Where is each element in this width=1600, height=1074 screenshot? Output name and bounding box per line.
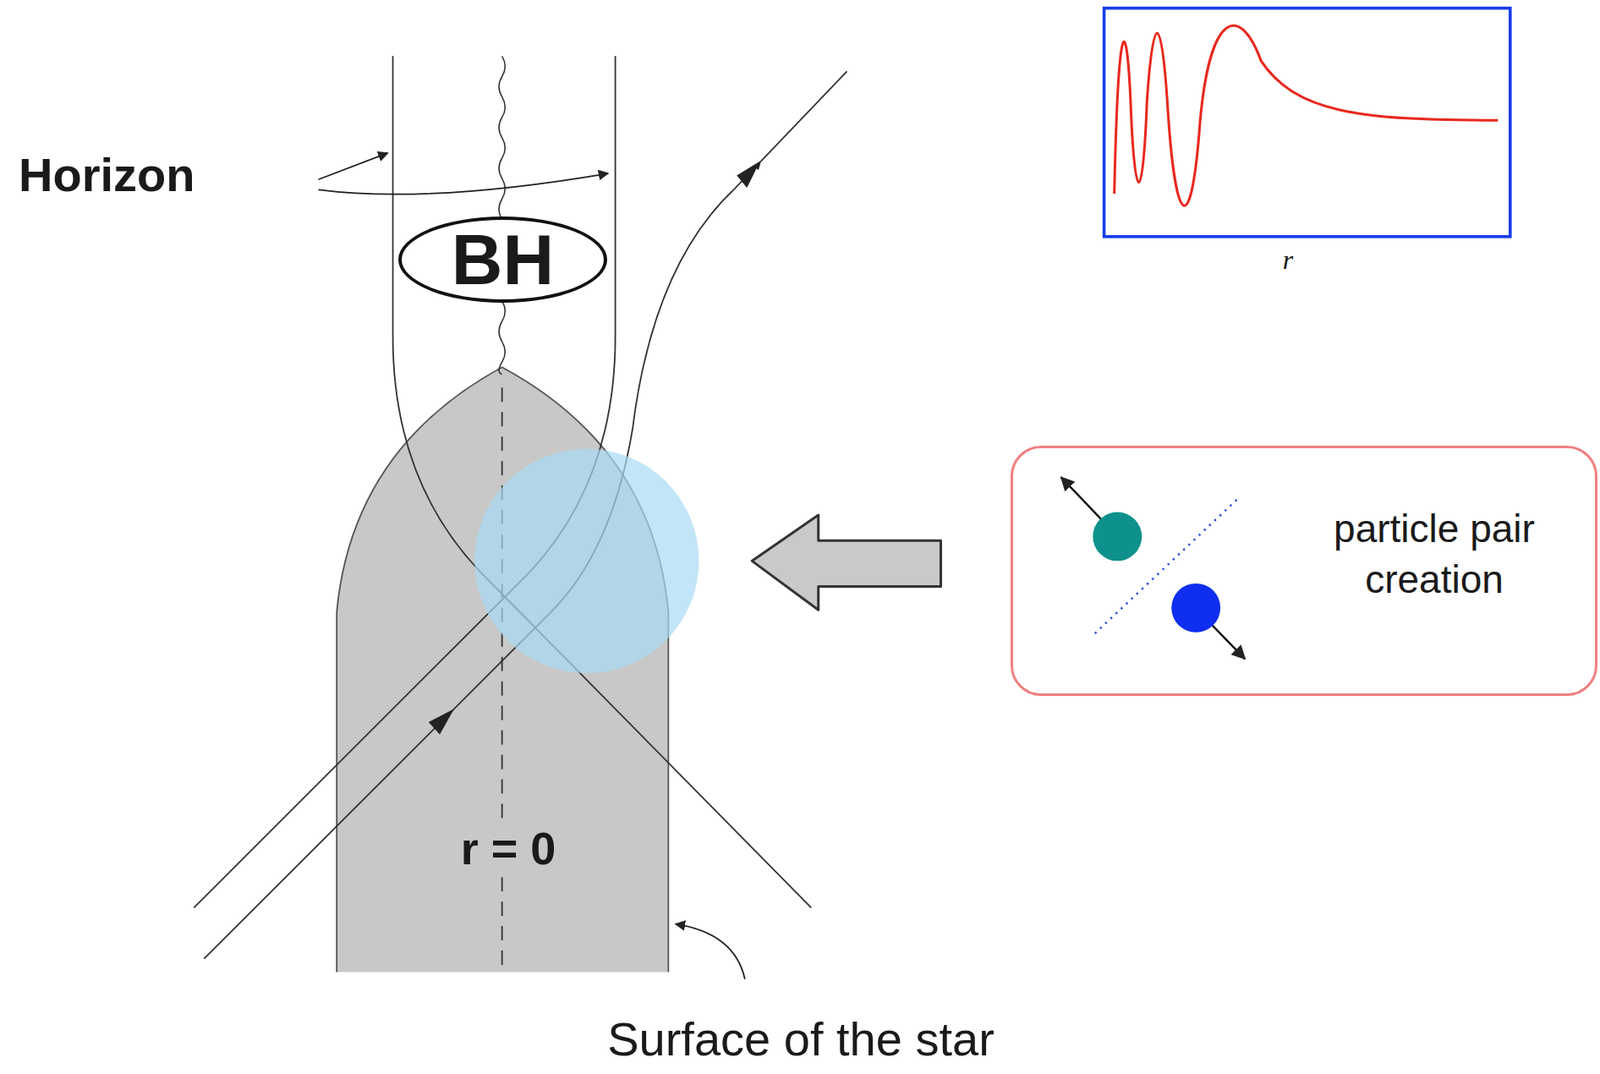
axis-label: r	[1282, 245, 1294, 275]
axis-label: r = 0	[457, 823, 560, 874]
callout-box: particle pair creation	[1010, 445, 1598, 696]
caption-label: Surface of the star	[607, 1013, 995, 1066]
black-hole-ellipse: BH	[398, 216, 608, 303]
node-label: particle pair creation	[1282, 504, 1587, 606]
horizon-label: Horizon	[18, 148, 195, 202]
node-label: BH	[451, 224, 554, 296]
